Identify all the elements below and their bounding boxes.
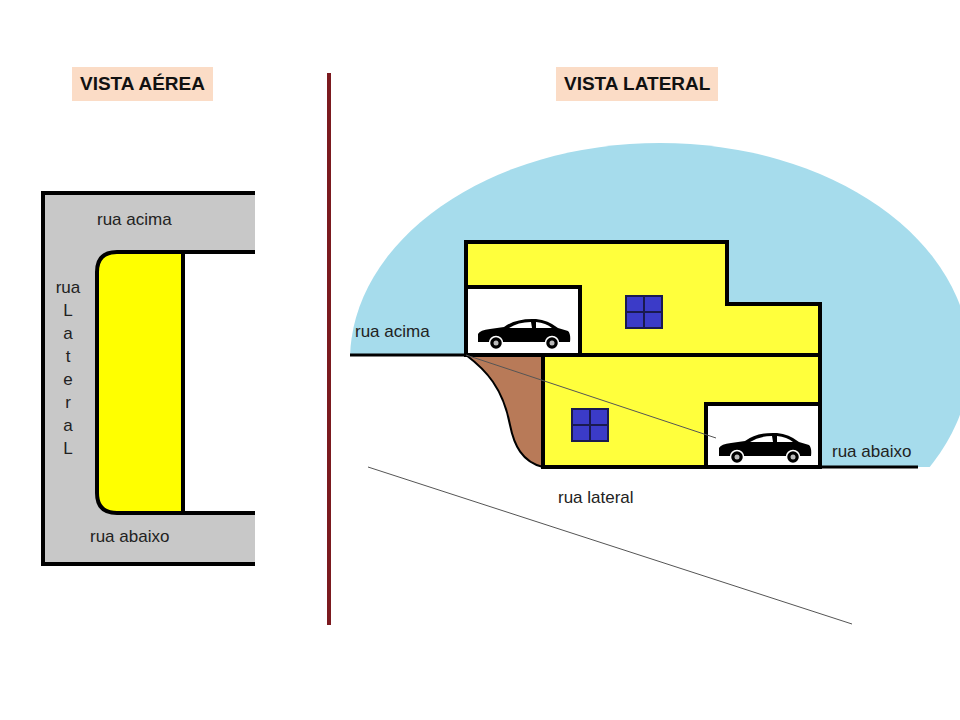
street-label: rua abaixo (832, 442, 911, 462)
street-label: rua acima (355, 322, 430, 342)
street-label: rua acima (97, 210, 172, 230)
side-view (350, 143, 960, 624)
view-heading: VISTA AÉREA (72, 67, 213, 101)
view-heading: VISTA LATERAL (556, 67, 718, 101)
street-label: rua lateral (558, 488, 634, 508)
divider (327, 73, 331, 625)
street-label: rua abaixo (90, 527, 169, 547)
heading-text: VISTA LATERAL (564, 73, 710, 95)
heading-text: VISTA AÉREA (80, 73, 205, 95)
street-label: rua L a t e r a L (53, 276, 83, 460)
aerial-view (43, 193, 255, 564)
